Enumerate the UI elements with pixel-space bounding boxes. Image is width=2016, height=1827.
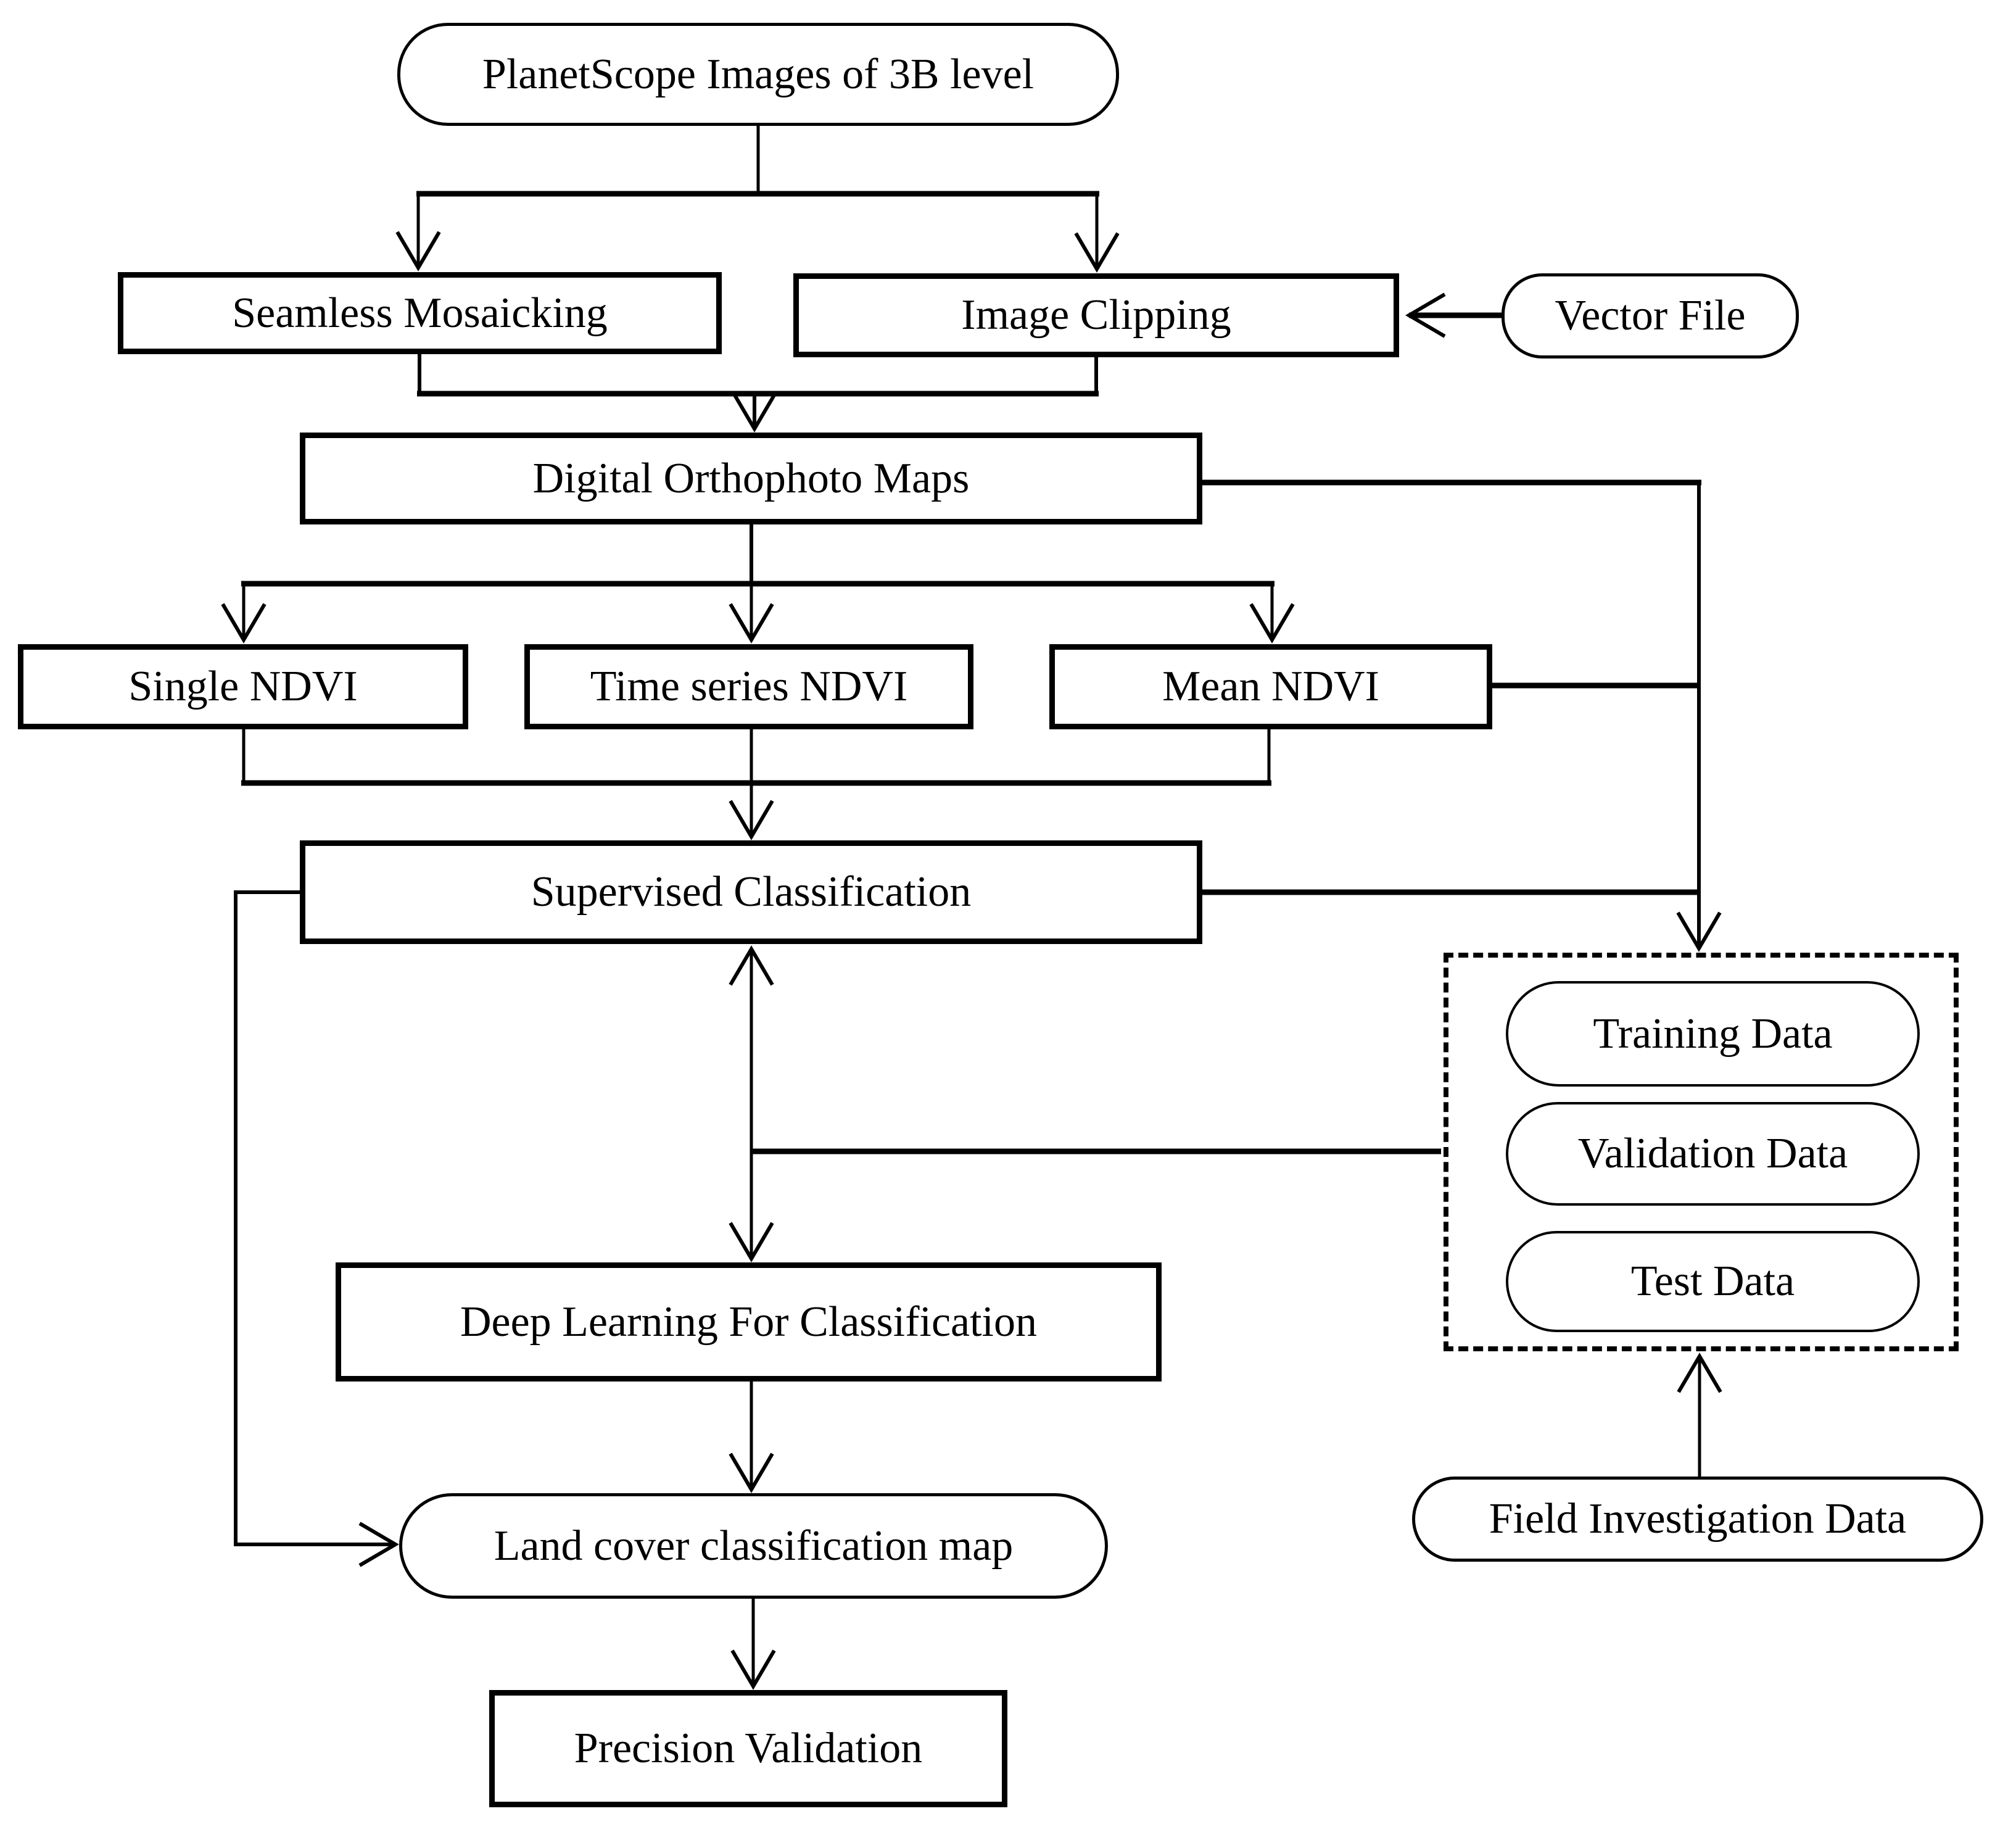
node-label: Deep Learning For Classification xyxy=(460,1298,1038,1346)
node-digital-orthophoto-maps: Digital Orthophoto Maps xyxy=(300,433,1202,524)
node-label: Test Data xyxy=(1630,1257,1795,1306)
node-label: PlanetScope Images of 3B level xyxy=(482,50,1035,98)
node-image-clipping: Image Clipping xyxy=(793,273,1399,357)
node-label: Seamless Mosaicking xyxy=(232,289,608,337)
node-supervised-classification: Supervised Classification xyxy=(300,840,1202,944)
node-label: Precision Validation xyxy=(574,1725,923,1773)
node-validation-data: Validation Data xyxy=(1506,1102,1920,1206)
node-label: Land cover classification map xyxy=(494,1522,1014,1570)
node-training-data: Training Data xyxy=(1506,981,1920,1087)
node-test-data: Test Data xyxy=(1506,1231,1920,1332)
node-label: Field Investigation Data xyxy=(1489,1495,1907,1543)
node-precision-validation: Precision Validation xyxy=(489,1690,1007,1807)
node-deep-learning-classification: Deep Learning For Classification xyxy=(336,1262,1162,1382)
node-label: Mean NDVI xyxy=(1162,663,1379,711)
node-label: Validation Data xyxy=(1577,1130,1848,1178)
node-label: Digital Orthophoto Maps xyxy=(532,454,970,502)
node-time-series-ndvi: Time series NDVI xyxy=(524,644,973,729)
node-label: Single NDVI xyxy=(128,663,358,711)
node-label: Time series NDVI xyxy=(590,663,908,711)
node-label: Supervised Classification xyxy=(531,868,972,916)
node-seamless-mosaicking: Seamless Mosaicking xyxy=(118,272,722,354)
route-supervised-to-landcover xyxy=(234,890,399,1567)
node-label: Image Clipping xyxy=(961,291,1231,339)
node-planetscope-images: PlanetScope Images of 3B level xyxy=(397,23,1119,126)
connectors xyxy=(221,126,1722,1690)
node-mean-ndvi: Mean NDVI xyxy=(1049,644,1492,729)
node-land-cover-classification-map: Land cover classification map xyxy=(399,1493,1108,1599)
node-vector-file: Vector File xyxy=(1502,273,1799,358)
node-label: Training Data xyxy=(1593,1009,1833,1058)
node-label: Vector File xyxy=(1555,292,1746,340)
node-single-ndvi: Single NDVI xyxy=(18,644,468,729)
sample-data-group-box xyxy=(1444,953,1959,1351)
node-field-investigation-data: Field Investigation Data xyxy=(1412,1477,1983,1562)
